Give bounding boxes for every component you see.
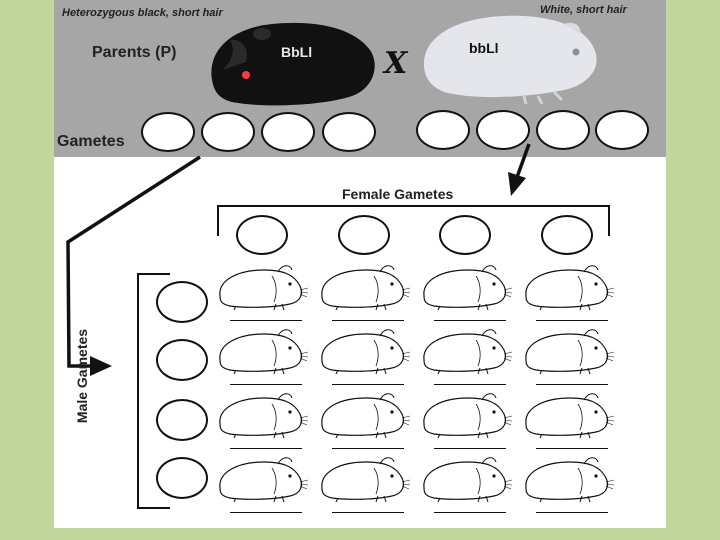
offspring-1-3-answer-line[interactable]: [434, 320, 506, 321]
offspring-3-1-answer-line[interactable]: [230, 448, 302, 449]
male-gametes-bracket: [137, 273, 170, 509]
right-parent-gamete-2[interactable]: [476, 110, 530, 150]
parents-label: Parents (P): [92, 44, 177, 61]
left-parent-gamete-4[interactable]: [322, 112, 376, 152]
offspring-1-4-guinea-pig-outline-icon: [525, 265, 615, 311]
left-gametes-arrow: [66, 143, 531, 376]
parent-genotype-right: bbLl: [469, 40, 499, 56]
offspring-4-3-answer-line[interactable]: [434, 512, 506, 513]
female-gamete-3[interactable]: [439, 215, 491, 255]
offspring-3-3-guinea-pig-outline-icon: [423, 393, 513, 439]
offspring-2-4-guinea-pig-outline-icon: [525, 329, 615, 375]
left-parent-gamete-3[interactable]: [261, 112, 315, 152]
male-gamete-2[interactable]: [156, 339, 208, 381]
male-gamete-4[interactable]: [156, 457, 208, 499]
right-parent-gamete-1[interactable]: [416, 110, 470, 150]
left-parent-caption: Heterozygous black, short hair: [62, 7, 223, 19]
offspring-4-3-guinea-pig-outline-icon: [423, 457, 513, 503]
offspring-2-2-guinea-pig-outline-icon: [321, 329, 411, 375]
offspring-3-4-guinea-pig-outline-icon: [525, 393, 615, 439]
offspring-3-4-answer-line[interactable]: [536, 448, 608, 449]
right-parent-gamete-4[interactable]: [595, 110, 649, 150]
offspring-3-2-answer-line[interactable]: [332, 448, 404, 449]
offspring-2-3-guinea-pig-outline-icon: [423, 329, 513, 375]
offspring-2-1-guinea-pig-outline-icon: [219, 329, 309, 375]
offspring-3-3-answer-line[interactable]: [434, 448, 506, 449]
offspring-4-4-guinea-pig-outline-icon: [525, 457, 615, 503]
female-gamete-2[interactable]: [338, 215, 390, 255]
left-parent-gamete-2[interactable]: [201, 112, 255, 152]
male-gamete-1[interactable]: [156, 281, 208, 323]
offspring-2-2-answer-line[interactable]: [332, 384, 404, 385]
offspring-1-2-answer-line[interactable]: [332, 320, 404, 321]
right-parent-gamete-3[interactable]: [536, 110, 590, 150]
offspring-3-1-guinea-pig-outline-icon: [219, 393, 309, 439]
right-parent-caption: White, short hair: [540, 4, 627, 16]
offspring-1-4-answer-line[interactable]: [536, 320, 608, 321]
black-guinea-pig-icon: [211, 22, 375, 106]
offspring-1-3-guinea-pig-outline-icon: [423, 265, 513, 311]
left-parent-gamete-1[interactable]: [141, 112, 195, 152]
female-gametes-label: Female Gametes: [342, 186, 454, 202]
parent-genotype-left: BbLl: [281, 44, 313, 60]
slide: Heterozygous black, short hair White, sh…: [54, 0, 666, 528]
offspring-4-4-answer-line[interactable]: [536, 512, 608, 513]
gametes-label: Gametes: [57, 133, 125, 150]
female-gamete-1[interactable]: [236, 215, 288, 255]
offspring-3-2-guinea-pig-outline-icon: [321, 393, 411, 439]
male-gamete-3[interactable]: [156, 399, 208, 441]
offspring-1-1-answer-line[interactable]: [230, 320, 302, 321]
offspring-4-1-answer-line[interactable]: [230, 512, 302, 513]
female-gametes-bracket: [217, 205, 610, 236]
cross-symbol: X: [384, 46, 408, 81]
offspring-4-2-answer-line[interactable]: [332, 512, 404, 513]
offspring-4-1-guinea-pig-outline-icon: [219, 457, 309, 503]
offspring-4-2-guinea-pig-outline-icon: [321, 457, 411, 503]
offspring-2-3-answer-line[interactable]: [434, 384, 506, 385]
white-guinea-pig-icon: [423, 15, 597, 105]
offspring-2-4-answer-line[interactable]: [536, 384, 608, 385]
offspring-1-1-guinea-pig-outline-icon: [219, 265, 309, 311]
offspring-2-1-answer-line[interactable]: [230, 384, 302, 385]
offspring-1-2-guinea-pig-outline-icon: [321, 265, 411, 311]
female-gamete-4[interactable]: [541, 215, 593, 255]
